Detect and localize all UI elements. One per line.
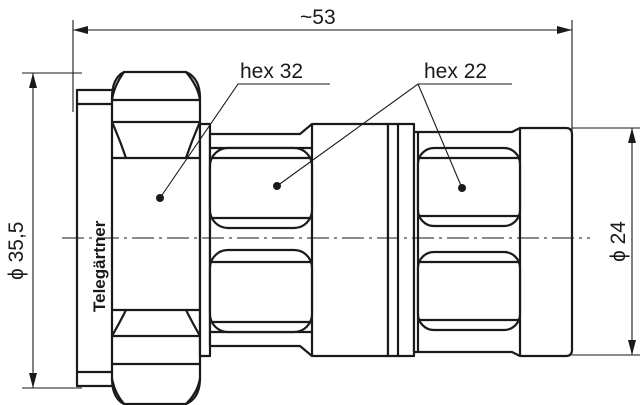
hex-32-label: hex 32 bbox=[240, 60, 303, 83]
rear-upper-flat bbox=[416, 146, 522, 228]
separating-collar bbox=[386, 122, 416, 358]
length-dimension-label: ~53 bbox=[300, 6, 336, 29]
hex-22-label: hex 22 bbox=[424, 60, 487, 83]
brand-logo: Telegärtner bbox=[90, 220, 109, 312]
hex-32-callout: hex 32 bbox=[156, 60, 330, 202]
inner-diameter-dimension: ϕ 24 bbox=[607, 128, 636, 355]
extension-lines bbox=[22, 20, 640, 389]
inner-diameter-label: ϕ 24 bbox=[607, 221, 630, 262]
rear-lower-flat bbox=[416, 250, 522, 332]
outer-diameter-dimension: ϕ 35,5 bbox=[5, 73, 37, 388]
outer-diameter-label: ϕ 35,5 bbox=[5, 222, 28, 280]
upper-wrench-flat bbox=[208, 146, 314, 230]
lower-wrench-flat bbox=[208, 248, 314, 334]
length-dimension: ~53 bbox=[73, 6, 572, 34]
hex-22-callout: hex 22 bbox=[273, 60, 512, 192]
